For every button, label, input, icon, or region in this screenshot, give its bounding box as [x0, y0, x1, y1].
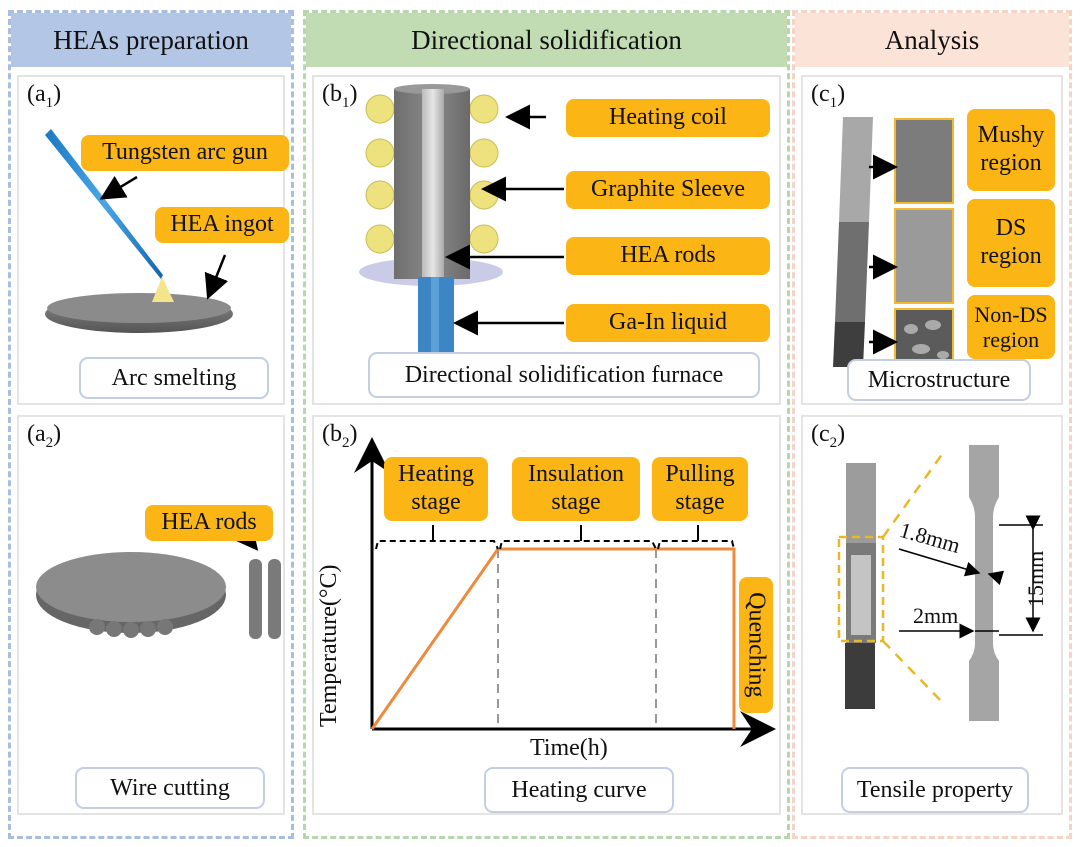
zoom-box [837, 535, 885, 643]
tag-mushy-region: Mushy region [967, 109, 1055, 191]
tag-tungsten-arc-gun: Tungsten arc gun [81, 135, 289, 171]
panel-a2: (a2) HEA rods Wire cutting [17, 415, 285, 815]
caption: Arc smelting [79, 357, 269, 399]
x-axis-label: Time(h) [530, 735, 608, 761]
dim-label-width: 2mm [913, 603, 959, 628]
panel-c1: (c1) Mushy region DS region Non-DS regio… [801, 75, 1063, 405]
panel-c2: (c2) 1.8mm 2mm 15mm Tensile property [801, 415, 1063, 815]
heating-coil [365, 94, 499, 254]
arrow-icon [204, 254, 229, 300]
tag-quenching: Quenching [739, 577, 773, 713]
tag-heating-coil: Heating coil [566, 99, 770, 137]
tungsten-arc-gun [45, 129, 163, 279]
bracket-pulling [657, 540, 735, 550]
ingot-disk [36, 552, 226, 622]
sample-non-ds-region [833, 322, 865, 367]
tag-insulation-stage: Insulation stage [512, 457, 640, 521]
bracket-heating [375, 540, 499, 550]
hea-rod [268, 559, 281, 639]
caption: Tensile property [841, 767, 1029, 813]
tag-heating-stage: Heating stage [384, 457, 488, 521]
temperature-curve [370, 547, 736, 730]
column-directional-solidification: Directional solidification (b1) [303, 10, 790, 839]
micrograph-mushy [894, 118, 954, 204]
panel-label: (b1) [322, 81, 358, 111]
column-analysis: Analysis (c1) Mushy region DS region Non… [792, 10, 1072, 839]
tag-graphite-sleeve: Graphite Sleeve [566, 171, 770, 209]
dim-arrow [898, 548, 981, 577]
tag-hea-rods: HEA rods [145, 505, 273, 541]
tag-pulling-stage: Pulling stage [652, 457, 748, 521]
arc-smelting-illustration [45, 129, 233, 333]
panel-a1: (a1) Tungsten arc gun HEA ingot Arc smel… [17, 75, 289, 405]
sample-ds-region [835, 222, 869, 322]
caption: Wire cutting [75, 767, 265, 809]
column-header: Analysis [795, 13, 1069, 67]
caption: Microstructure [847, 359, 1031, 401]
microstructure-illustration [833, 117, 954, 368]
tag-ga-in-liquid: Ga-In liquid [566, 304, 770, 342]
tag-hea-rods: HEA rods [566, 237, 770, 275]
panel-label: (b2) [322, 421, 358, 451]
arc-cone [152, 277, 174, 302]
tensile-specimen-illustration [837, 445, 1043, 721]
panel-b1: (b1) Heating coil Gra [312, 75, 781, 405]
caption: Directional solidification furnace [368, 352, 760, 398]
sample-bar [846, 463, 876, 543]
hea-rod [422, 89, 444, 279]
panel-b2: (b2) Heating stage Insulation stage Pull… [312, 415, 781, 815]
furnace-illustration [359, 84, 564, 367]
panel-label: (c2) [811, 421, 846, 451]
heating-curve-chart [354, 437, 776, 747]
hea-rod [249, 559, 262, 639]
tag-ds-region: DS region [967, 199, 1055, 287]
column-heas-preparation: HEAs preparation (a1) Tungsten arc gun H… [8, 10, 294, 839]
tensile-specimen [969, 445, 999, 721]
tag-non-ds-region: Non-DS region [967, 295, 1055, 359]
bracket-insulation [499, 540, 657, 550]
micrograph-ds [894, 208, 954, 304]
wire-cutting-illustration [36, 514, 281, 639]
caption: Heating curve [484, 767, 674, 813]
panel-label: (a2) [27, 421, 62, 451]
panel-label: (a1) [27, 81, 62, 111]
column-header: Directional solidification [306, 13, 787, 67]
arrow-icon [99, 175, 138, 200]
sample-mushy-region [839, 117, 873, 222]
panel-label: (c1) [811, 81, 846, 111]
column-header: HEAs preparation [11, 13, 291, 67]
tag-hea-ingot: HEA ingot [155, 207, 289, 243]
